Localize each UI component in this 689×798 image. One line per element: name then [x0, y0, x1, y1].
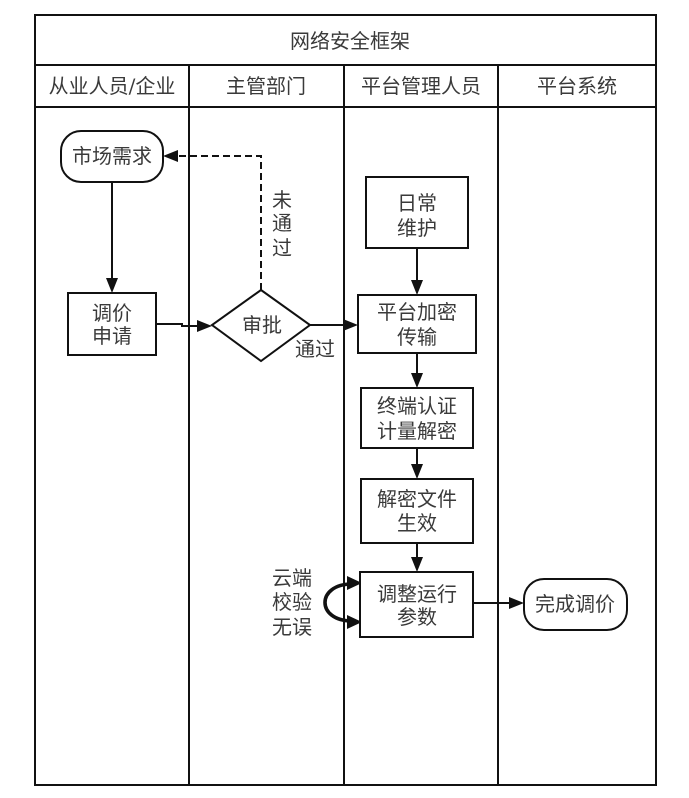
edges [106, 150, 524, 629]
node-label: 生效 [397, 511, 437, 535]
node-terminal-auth: 终端认证 计量解密 [360, 387, 474, 449]
edge-cloud-check-loop [323, 582, 353, 623]
process-shape [360, 387, 474, 449]
process-shape [359, 571, 474, 638]
edge-label-char: 未 [272, 188, 292, 212]
diagram-title: 网络安全框架 [290, 29, 410, 53]
node-label: 日常 [397, 191, 437, 215]
arrowhead-down [411, 373, 423, 388]
arrowhead-down [411, 557, 423, 572]
process-shape [365, 176, 469, 249]
node-price-request: 调价 申请 [67, 292, 157, 356]
edge-label-not-approved: 未 通 过 [272, 188, 292, 260]
node-label: 平台加密 [377, 300, 457, 324]
node-label: 解密文件 [377, 487, 457, 511]
node-label: 传输 [397, 325, 437, 349]
arrowhead-down [106, 278, 118, 293]
lane-header-platform-system: 平台系统 [537, 74, 617, 98]
terminal-shape [60, 130, 164, 183]
node-label: 参数 [397, 605, 437, 629]
edge-label-cloud-check: 云端 校验 无误 [272, 566, 312, 639]
arrowhead-right [509, 597, 524, 609]
node-label: 调价 [92, 301, 132, 325]
node-label: 终端认证 [377, 394, 457, 418]
lane-header-authority: 主管部门 [226, 74, 306, 98]
node-label: 申请 [92, 324, 132, 348]
node-price-done: 完成调价 [523, 578, 628, 631]
node-market-demand: 市场需求 [60, 130, 164, 183]
process-shape [360, 478, 474, 544]
node-label: 完成调价 [535, 592, 615, 616]
lane-header-practitioners: 从业人员/企业 [49, 74, 176, 98]
node-label: 市场需求 [72, 144, 152, 168]
swimlane-frame [34, 14, 657, 786]
edge-label-char: 过 [272, 236, 292, 260]
node-label: 审批 [242, 313, 282, 337]
node-daily-maintenance: 日常 维护 [365, 176, 469, 249]
lane-headers: 从业人员/企业 主管部门 平台管理人员 平台系统 [49, 74, 617, 98]
edge-label-line: 云端 [272, 566, 312, 590]
edge-label-line: 无误 [272, 615, 312, 639]
node-label: 维护 [397, 216, 437, 240]
edge-approval-rejected [176, 155, 262, 290]
arrowhead-left [163, 150, 178, 162]
edge-label-char: 通 [272, 211, 292, 235]
arrowhead-down [411, 280, 423, 295]
node-adjust-params: 调整运行 参数 [359, 571, 474, 638]
node-label: 计量解密 [377, 419, 457, 443]
edge-label-approved: 通过 [295, 337, 335, 361]
node-encrypted-transfer: 平台加密 传输 [357, 294, 477, 354]
outer-frame [34, 14, 657, 786]
edge-request-to-approval [156, 323, 200, 327]
arrowhead-right [347, 615, 362, 629]
arrowhead-down [411, 464, 423, 479]
arrowhead-right [347, 576, 362, 590]
edge-label-line: 校验 [272, 590, 312, 614]
process-shape [67, 292, 157, 356]
terminal-shape [523, 578, 628, 631]
arrowhead-right [343, 319, 358, 331]
lane-header-platform-admin: 平台管理人员 [361, 74, 481, 98]
node-file-effective: 解密文件 生效 [360, 478, 474, 544]
process-shape [357, 294, 477, 354]
decision-shape [210, 288, 312, 363]
node-approval: 审批 [210, 288, 312, 363]
arrowhead-right [197, 320, 212, 332]
node-label: 调整运行 [377, 582, 457, 606]
